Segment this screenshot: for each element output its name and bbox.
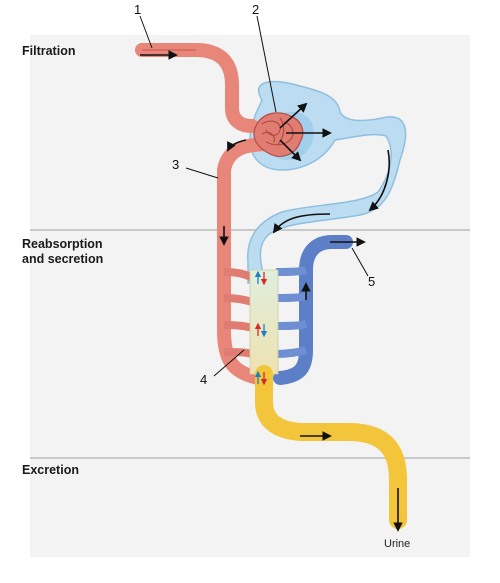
exchange-arrows [254,270,268,386]
callout-4: 4 [200,372,208,387]
bowmans-capsule [247,80,407,284]
callout-3: 3 [172,157,180,172]
callout-1: 1 [134,2,142,17]
venule [273,235,353,385]
interstitial-column [249,269,279,375]
collecting-duct [255,365,407,529]
stage-excretion-label: Excretion [22,463,79,477]
stage-filtration-label: Filtration [22,44,76,58]
callout-5: 5 [368,274,376,289]
leader-lines [139,15,369,377]
glomerulus [253,112,304,157]
callout-2: 2 [252,2,260,17]
stage-reabsorption-label: Reabsorption and secretion [22,237,104,266]
flow-arrows [140,50,403,532]
urine-label: Urine [384,538,411,550]
